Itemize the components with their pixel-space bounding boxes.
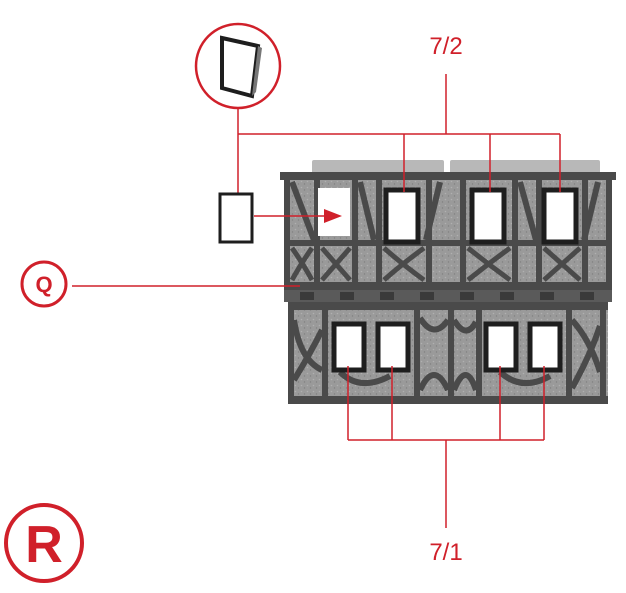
window-upper-3 [541, 187, 579, 245]
window-frame-icon [218, 192, 254, 244]
timber-frame-facade [280, 160, 616, 404]
window-lower-3 [483, 321, 519, 373]
roof-ledge-right [450, 160, 600, 174]
marker-q: Q [20, 260, 68, 308]
lower-storey [288, 302, 608, 404]
window-lower-1 [331, 321, 367, 373]
upper-windows [383, 187, 579, 245]
detail-callout [194, 22, 282, 110]
part-number-upper: 7/2 [429, 33, 462, 60]
window-slot-empty [318, 188, 350, 236]
window-lower-4 [527, 321, 563, 373]
window-upper-1 [383, 187, 421, 245]
window-upper-2 [469, 187, 507, 245]
marker-q-label: Q [35, 272, 52, 297]
callout-lines [72, 74, 561, 528]
lower-windows [331, 321, 563, 373]
insert-window-part [218, 192, 342, 244]
window-lower-2 [375, 321, 411, 373]
upper-storey [280, 172, 616, 290]
arrow-right-icon [324, 209, 342, 223]
window-pane-icon [220, 35, 262, 99]
part-number-lower: 7/1 [429, 539, 462, 566]
roof-ledge-left [312, 160, 444, 174]
marker-r: R [4, 503, 84, 583]
cornice-strip [284, 290, 612, 302]
marker-r-label: R [25, 516, 63, 574]
